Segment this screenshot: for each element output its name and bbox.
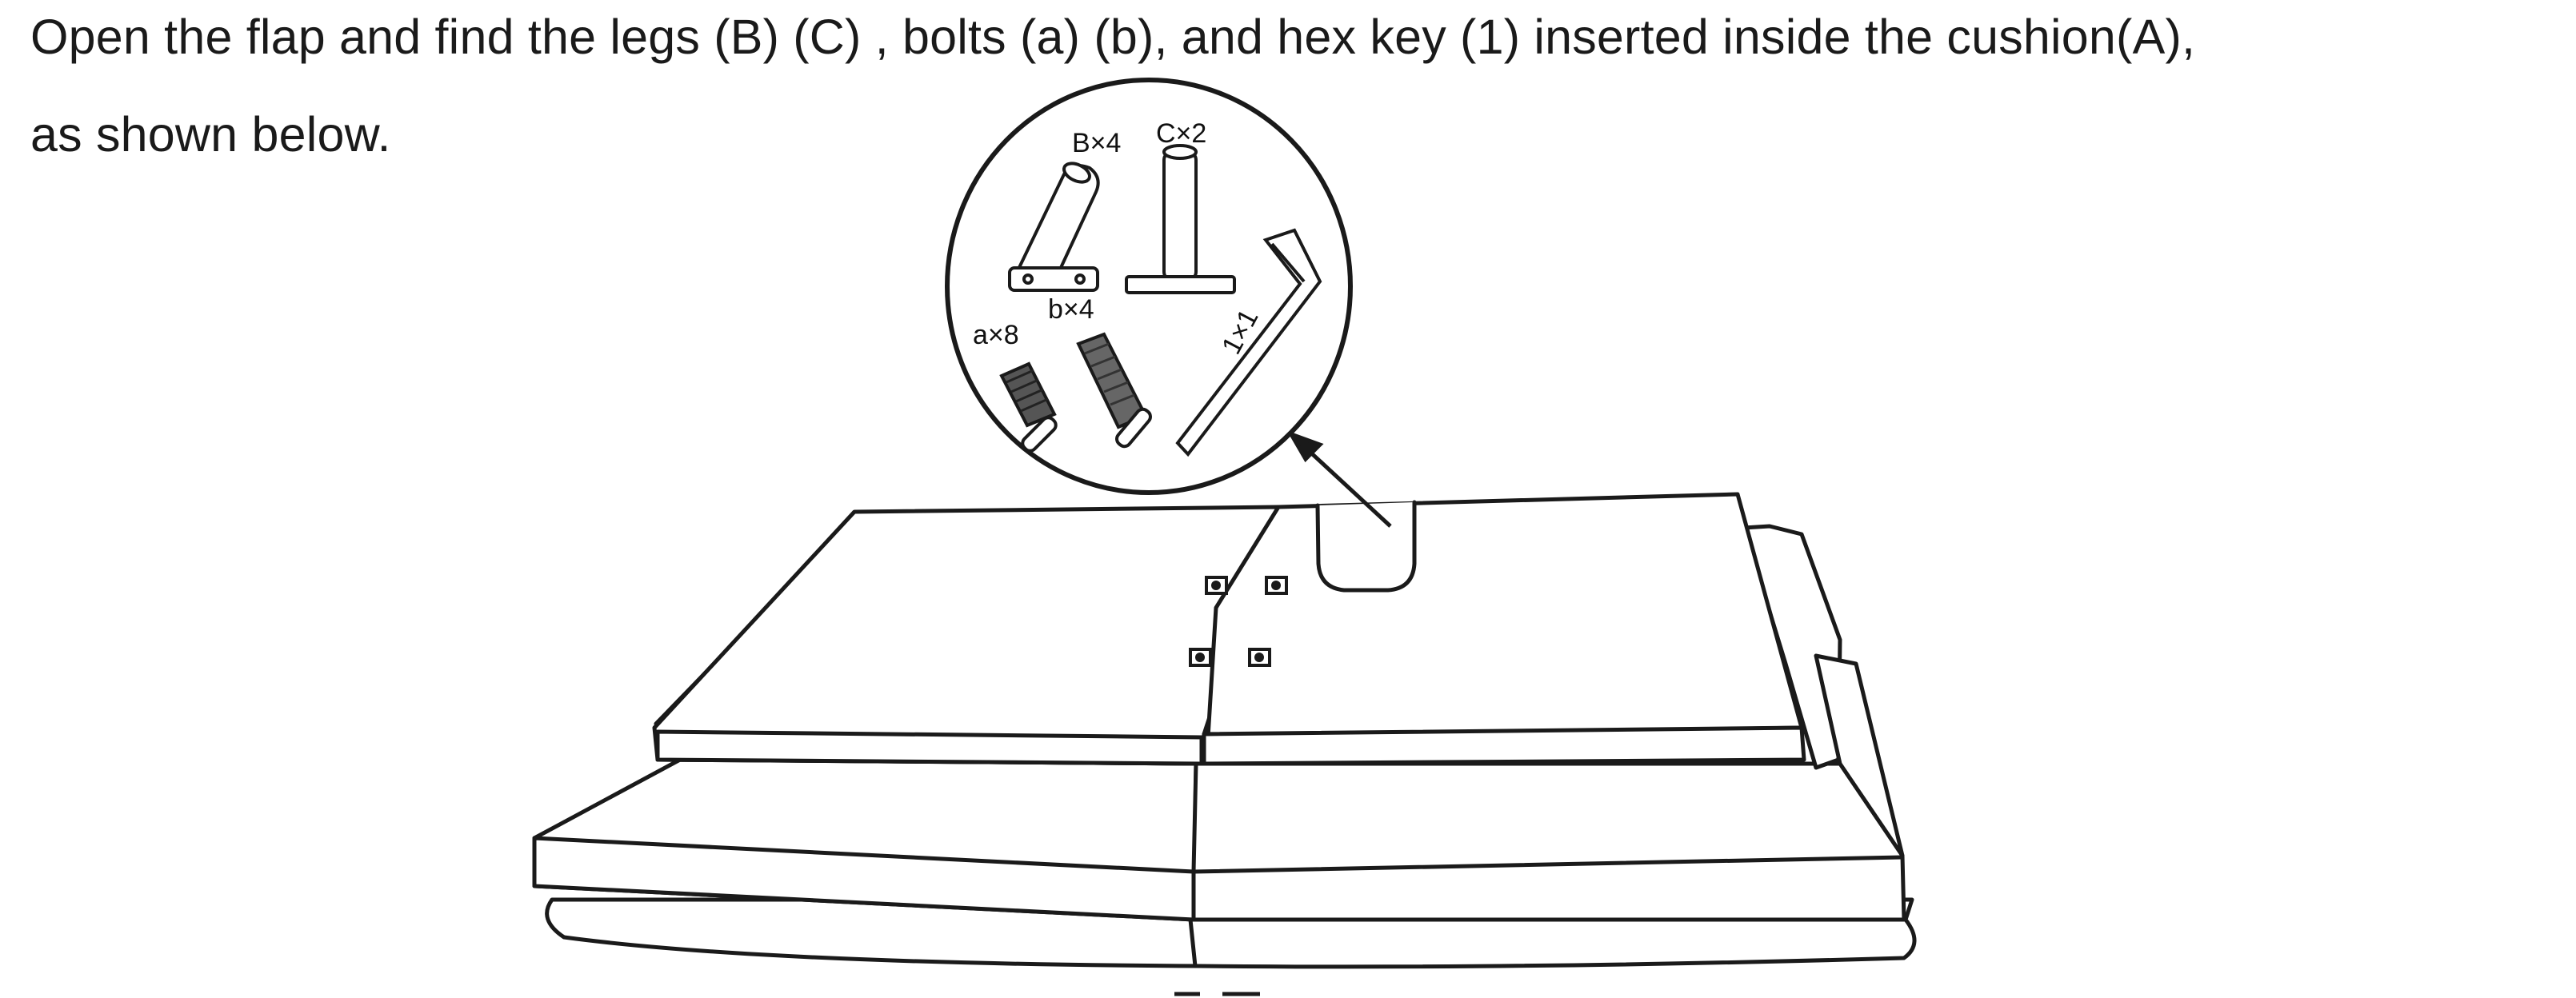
pointer-arrow-icon	[1286, 430, 1392, 528]
bolt-b-label: b×4	[1048, 294, 1094, 325]
leg-b-label: B×4	[1072, 128, 1121, 158]
parts-zoom-circle: B×4 C×2 b×4 a×8 1×1	[945, 78, 1353, 495]
instruction-line-2: as shown below.	[30, 107, 391, 162]
top-cushion-right	[1206, 492, 1804, 740]
hex-key-icon	[1175, 228, 1322, 457]
bolt-a-icon	[999, 361, 1058, 453]
bolt-b-icon	[1076, 332, 1152, 449]
instruction-line-1: Open the flap and find the legs (B) (C) …	[30, 10, 2196, 64]
leg-c-icon	[1125, 144, 1236, 294]
bolt-a-label: a×8	[973, 320, 1019, 350]
flap-opening	[1315, 500, 1417, 593]
leg-b-icon	[1008, 162, 1100, 292]
leg-c-label: C×2	[1156, 118, 1206, 149]
lower-cushion-right	[1191, 761, 1906, 922]
top-cushion-left	[652, 505, 1281, 766]
